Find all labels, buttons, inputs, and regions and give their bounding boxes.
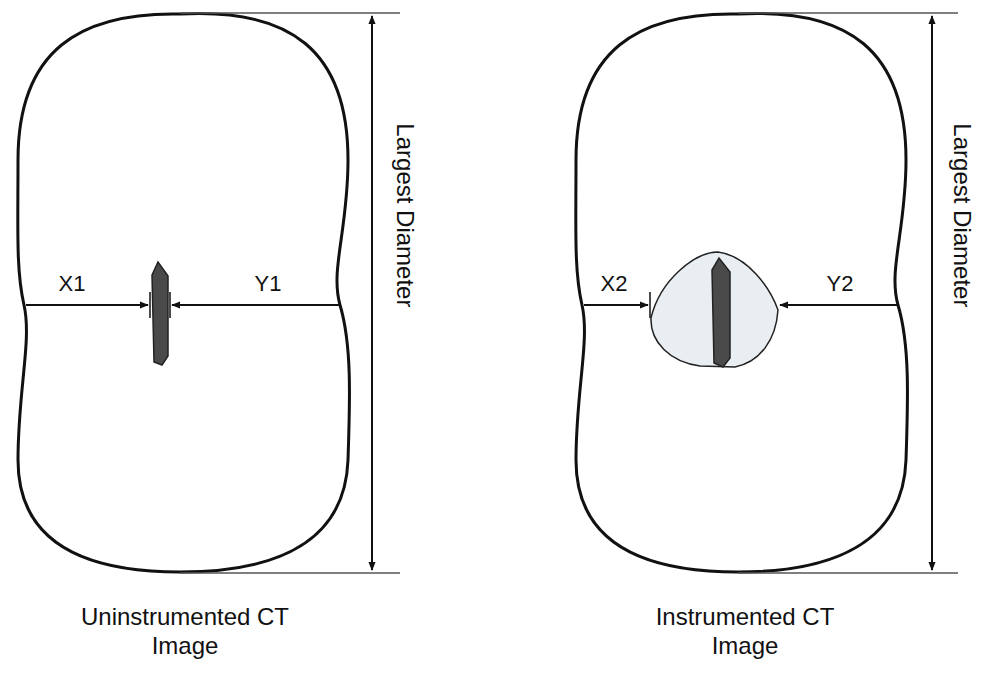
dimension-label: Y1 — [255, 271, 282, 297]
axis-label: Largest Diameter — [948, 123, 977, 307]
tick-line — [149, 292, 151, 318]
instrumented-canal — [651, 252, 778, 367]
x1-arrow — [26, 304, 148, 306]
dimension-label: Y2 — [827, 271, 854, 297]
y1-arrow — [172, 304, 340, 306]
tooth-outline — [576, 13, 908, 572]
image-caption: Uninstrumented CT Image — [80, 603, 290, 661]
extent-line — [738, 12, 958, 14]
image-caption: Instrumented CT Image — [640, 603, 850, 661]
axis-label: Largest Diameter — [391, 123, 420, 307]
y2-arrow — [780, 304, 898, 306]
x2-arrow — [584, 304, 648, 306]
uninstrumented-tooth — [18, 13, 400, 573]
diameter-arrow — [371, 16, 373, 570]
root-canal — [712, 258, 730, 367]
extent-line — [738, 572, 958, 574]
tick-line — [169, 292, 171, 318]
instrumented-tooth — [576, 13, 958, 573]
root-canal — [152, 262, 168, 365]
extent-line — [180, 572, 400, 574]
diameter-arrow — [931, 16, 933, 570]
dimension-label: X2 — [601, 271, 628, 297]
extent-line — [180, 12, 400, 14]
tooth-outline — [18, 13, 350, 572]
tick-line — [649, 292, 651, 318]
dimension-label: X1 — [59, 271, 86, 297]
